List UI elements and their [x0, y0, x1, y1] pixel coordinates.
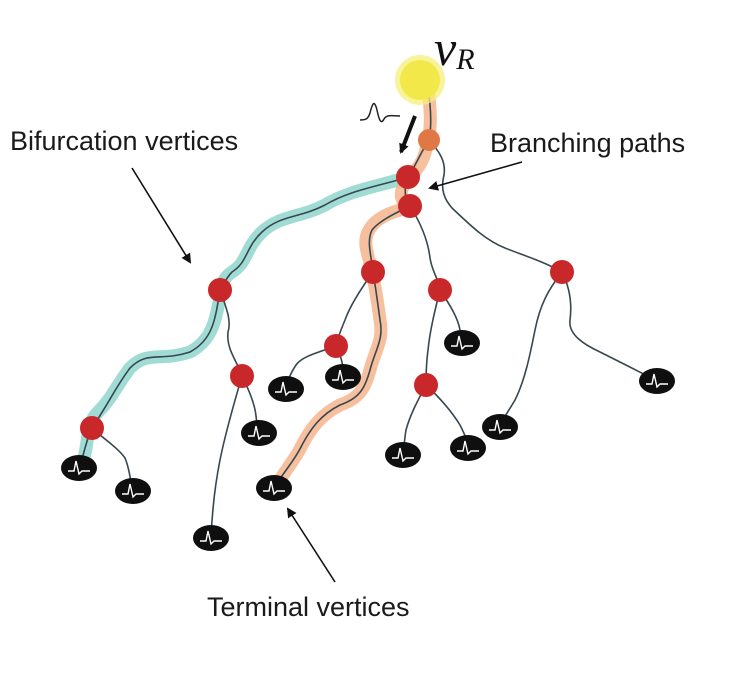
- edge: [409, 205, 441, 291]
- branching-pointer-arrow: [428, 161, 523, 191]
- terminal-vertex: [385, 442, 421, 468]
- root-subscript: R: [456, 43, 475, 77]
- spike-icon: [392, 447, 414, 463]
- edge: [425, 289, 441, 386]
- terminal-vertex: [241, 420, 277, 446]
- edge: [335, 271, 374, 347]
- edge: [428, 139, 563, 273]
- input-arrow-icon: [399, 115, 417, 154]
- terminal-vertex: [268, 376, 304, 402]
- edge: [91, 289, 221, 429]
- terminal-vertex: [256, 475, 292, 501]
- terminal-label: Terminal vertices: [207, 592, 410, 622]
- bifurcation-vertices: [80, 165, 574, 440]
- bifurcation-vertex: [230, 364, 254, 388]
- bifurcation-pointer-arrow: [131, 167, 192, 264]
- bifurcation-vertex: [208, 278, 232, 302]
- terminal-vertex: [444, 330, 480, 356]
- edge: [219, 289, 243, 377]
- spike-icon: [122, 483, 144, 499]
- spike-icon: [646, 373, 668, 389]
- spike-icon: [68, 460, 90, 476]
- terminal-vertex: [482, 414, 518, 440]
- edge: [273, 271, 382, 489]
- bifurcation-label: Bifurcation vertices: [10, 126, 239, 156]
- bifurcation-vertex: [550, 260, 574, 284]
- spike-icon: [332, 369, 354, 385]
- terminal-pointer-arrow: [286, 507, 336, 583]
- edge: [499, 271, 563, 428]
- spike-icon: [263, 480, 285, 496]
- root-vertex: [400, 60, 440, 100]
- spike-icon: [457, 440, 479, 456]
- branching-label: Branching paths: [490, 128, 686, 158]
- spike-icon: [248, 425, 270, 441]
- spike-icon: [489, 419, 511, 435]
- terminal-vertex: [639, 368, 675, 394]
- first-vertex: [418, 129, 440, 151]
- spike-icon: [200, 530, 222, 546]
- spike-icon: [275, 381, 297, 397]
- bifurcation-vertex: [324, 334, 348, 358]
- edge: [561, 271, 658, 382]
- terminal-vertices: [61, 330, 675, 551]
- spike-icon: [451, 335, 473, 351]
- root-label: vR: [434, 19, 475, 77]
- teal-branching-path: [75, 170, 415, 472]
- bifurcation-vertex: [361, 260, 385, 284]
- terminal-vertex: [115, 478, 151, 504]
- terminal-vertex: [450, 435, 486, 461]
- spike-pulse-icon: [359, 102, 401, 123]
- bifurcation-vertex: [414, 373, 438, 397]
- bifurcation-vertex: [80, 416, 104, 440]
- terminal-vertex: [325, 364, 361, 390]
- edge: [219, 176, 409, 291]
- root-symbol: v: [434, 20, 457, 76]
- bifurcation-vertex: [428, 278, 452, 302]
- edge: [210, 375, 243, 539]
- terminal-vertex: [193, 525, 229, 551]
- bifurcation-vertex: [396, 165, 420, 189]
- terminal-vertex: [61, 455, 97, 481]
- edge: [368, 205, 411, 273]
- bifurcation-vertex: [398, 194, 422, 218]
